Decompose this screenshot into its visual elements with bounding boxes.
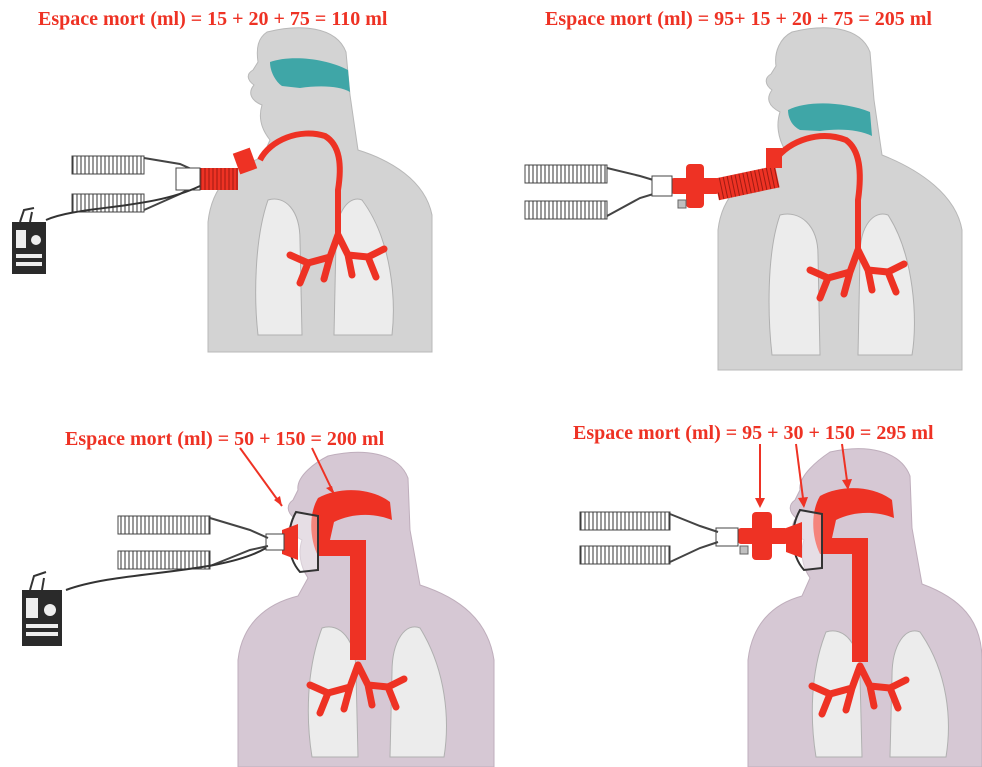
caption-bottom-right: Espace mort (ml) = 95 + 30 + 150 = 295 m… xyxy=(573,423,934,443)
corrugated-tubing-icon xyxy=(580,512,670,530)
hme-filter-icon xyxy=(671,164,719,208)
ventilator-monitor-icon xyxy=(12,208,46,274)
hme-filter-icon xyxy=(738,512,788,560)
callout-arrow xyxy=(240,448,282,506)
face-mask-icon xyxy=(282,512,318,572)
lung-left xyxy=(256,199,302,335)
face-mask-icon xyxy=(786,510,822,570)
lung-left xyxy=(769,214,820,355)
corrugated-tubing-icon xyxy=(72,156,144,174)
caption-bottom-left: Espace mort (ml) = 50 + 150 = 200 ml xyxy=(65,429,384,449)
corrugated-tubing-icon xyxy=(118,551,210,569)
ventilator-monitor-icon xyxy=(22,572,62,646)
corrugated-tubing-icon xyxy=(118,516,210,534)
corrugated-tubing-icon xyxy=(580,546,670,564)
caption-top-right: Espace mort (ml) = 95+ 15 + 20 + 75 = 20… xyxy=(545,9,932,29)
corrugated-tubing-icon xyxy=(525,201,607,219)
corrugated-tubing-icon xyxy=(72,194,144,212)
panel-mask-basic xyxy=(22,448,494,767)
caption-top-left: Espace mort (ml) = 15 + 20 + 75 = 110 ml xyxy=(38,9,387,29)
panel-mask-filter xyxy=(580,444,982,767)
torso-silhouette xyxy=(718,28,962,370)
corrugated-tubing-icon xyxy=(525,165,607,183)
panel-intubated-filter xyxy=(525,28,962,370)
panel-intubated-basic xyxy=(12,28,432,352)
corrugated-tubing-icon xyxy=(198,168,238,190)
